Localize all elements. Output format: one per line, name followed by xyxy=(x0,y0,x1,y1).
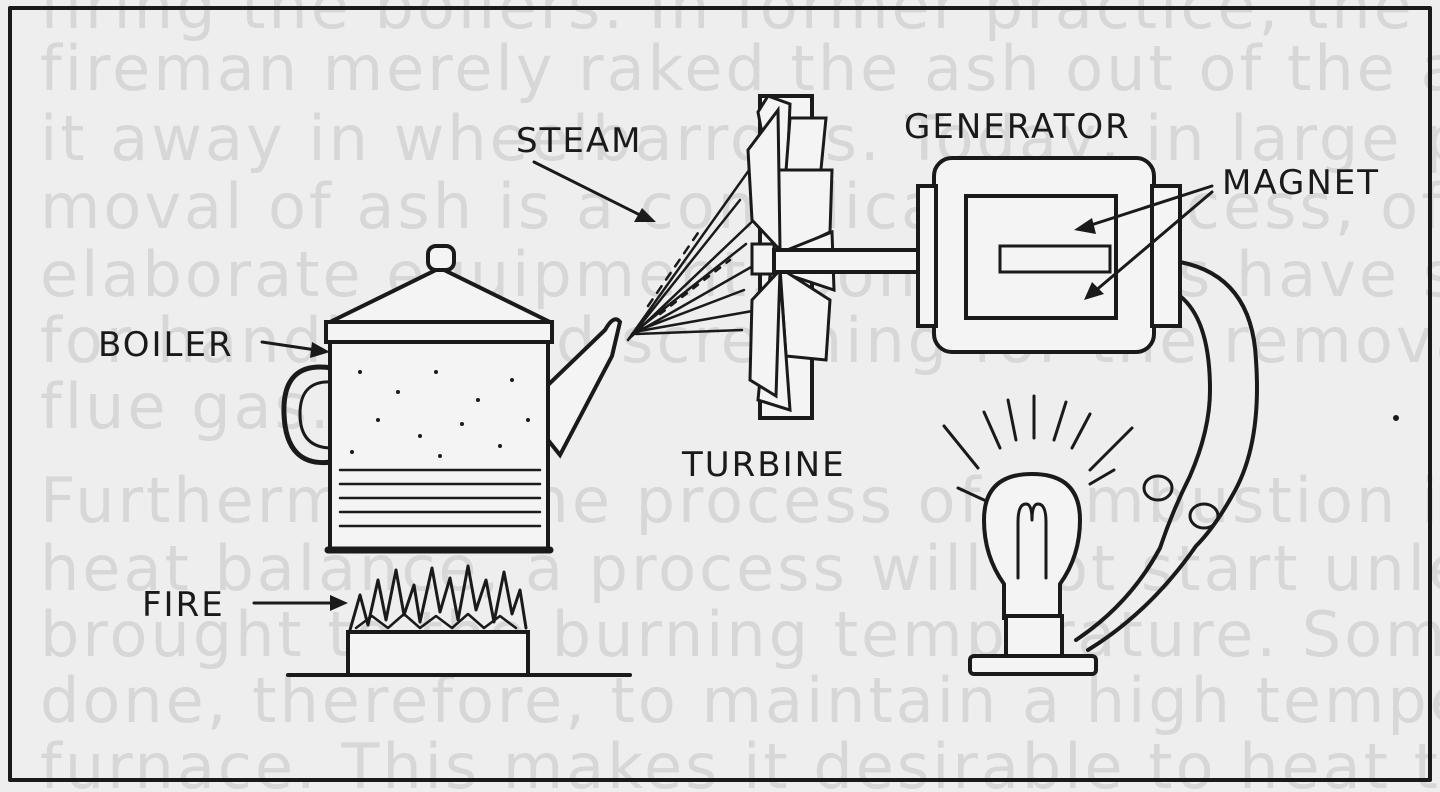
bleed-line: Furthermore, the process of combustion i… xyxy=(40,464,1440,537)
turbine-label: TURBINE xyxy=(681,445,846,485)
turbine-drawing xyxy=(746,94,836,420)
fire-drawing xyxy=(286,564,632,677)
arrowhead xyxy=(330,595,348,611)
kettle-handle xyxy=(281,364,335,466)
turbine-hub xyxy=(750,242,776,276)
bleed-line: brought to the burning temperature. Some… xyxy=(40,598,1440,671)
arrowhead xyxy=(1084,282,1104,300)
arrowhead xyxy=(310,342,330,358)
magnet-arrow xyxy=(1092,190,1214,294)
light-rays xyxy=(942,394,1134,502)
kettle-body xyxy=(328,338,550,552)
wire-loop xyxy=(1188,502,1220,530)
bleed-line: heat balance, a process will not start u… xyxy=(40,532,1440,605)
water-bubbles xyxy=(350,370,530,458)
wire-loop xyxy=(1142,474,1174,502)
light-bulb xyxy=(981,471,1083,620)
boiler-label: BOILER xyxy=(98,325,234,365)
generator-drawing xyxy=(916,156,1182,354)
steam-arrow xyxy=(532,160,644,218)
lamp-base xyxy=(968,654,1098,676)
kettle-lid xyxy=(329,265,551,324)
lamp-circuit xyxy=(942,260,1259,676)
fire-label: FIRE xyxy=(142,585,225,625)
stray-dot xyxy=(1393,415,1399,421)
bleed-through-text: firing the boilers. In former practice, … xyxy=(40,0,1440,792)
kettle-handle-inner xyxy=(298,380,334,450)
bleed-line: fireman merely raked the ash out of the … xyxy=(40,32,1440,105)
steam-label: STEAM xyxy=(516,121,642,161)
water-lines xyxy=(338,468,542,528)
fire-stand xyxy=(346,630,530,677)
bleed-line: for handling and screening for the remov… xyxy=(40,304,1440,377)
flames xyxy=(348,564,528,632)
steam-jet xyxy=(626,164,762,342)
magnet-arrow xyxy=(1086,184,1214,228)
coals xyxy=(354,612,518,630)
label-arrows xyxy=(252,160,1214,611)
bleed-line: it away in wheelbarrows. Today, in large… xyxy=(40,102,1440,175)
wire xyxy=(1074,294,1212,642)
kettle-spout xyxy=(546,317,623,459)
filament xyxy=(1016,502,1048,580)
bleed-line: flue gas. xyxy=(40,370,333,443)
magnet-label: MAGNET xyxy=(1222,163,1380,203)
bleed-line: done, therefore, to maintain a high temp… xyxy=(40,664,1440,737)
wire xyxy=(1086,260,1259,652)
turbine-blade xyxy=(748,266,782,399)
boiler-arrow xyxy=(260,340,318,352)
lamp-socket xyxy=(1004,614,1064,660)
kettle-lid-rim xyxy=(324,320,554,344)
generator-end-cap xyxy=(916,184,938,328)
arrowhead xyxy=(1074,218,1096,234)
boiler-drawing xyxy=(281,244,623,554)
arrowhead xyxy=(634,208,656,222)
generator-end-cap xyxy=(1150,184,1182,328)
generator-core xyxy=(998,244,1112,274)
diagram-frame xyxy=(8,6,1432,782)
bleed-line: furnace. This makes it desirable to heat… xyxy=(40,730,1440,792)
kettle-knob xyxy=(426,244,456,272)
generator-label: GENERATOR xyxy=(904,107,1131,147)
